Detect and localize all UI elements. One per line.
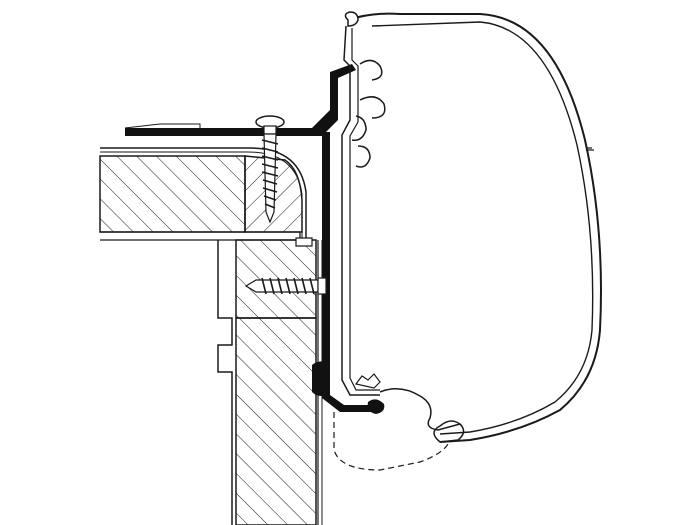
mounting-screws bbox=[124, 115, 327, 295]
roof-screw bbox=[255, 115, 285, 224]
awning-housing bbox=[333, 11, 602, 471]
wall-lower-panel bbox=[235, 317, 317, 525]
wall-screw bbox=[244, 277, 327, 295]
roof-board bbox=[99, 155, 246, 233]
wall-upper-block bbox=[235, 239, 317, 319]
